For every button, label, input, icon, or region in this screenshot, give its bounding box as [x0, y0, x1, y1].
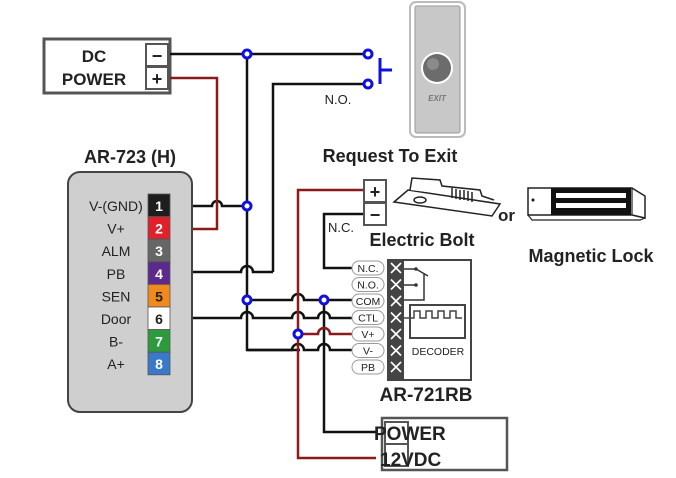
pin-label: SEN	[102, 288, 131, 304]
junction-dot	[318, 294, 330, 306]
terminal-screw-icon	[390, 361, 402, 373]
wire-psu-negative	[322, 300, 376, 434]
lock-plus-sign: +	[370, 182, 381, 202]
exit-face-text: EXIT	[428, 94, 447, 103]
terminal-screws	[390, 262, 402, 373]
magnetic-lock-title: Magnetic Lock	[528, 246, 654, 266]
junction-dot	[241, 294, 253, 306]
pin-label: ALM	[102, 243, 131, 259]
relay-terminal-labels: N.C. N.O. COM CTL V+ V- PB	[351, 260, 385, 375]
or-text: or	[498, 206, 515, 225]
request-to-exit-title: Request To Exit	[323, 146, 458, 166]
terminal-pill	[351, 260, 385, 276]
exit-button-device[interactable]: EXIT	[409, 1, 466, 138]
terminal-label: N.C.	[358, 263, 379, 275]
terminal-pill	[351, 277, 385, 292]
exit-no-label: N.O.	[325, 92, 352, 107]
dc-power-line1: DC	[82, 47, 107, 66]
terminal-label: CTL	[358, 313, 378, 325]
psu-12vdc: POWER 12VDC	[374, 416, 509, 472]
lock-nc-label: N.C.	[328, 220, 354, 235]
pin-number: 8	[155, 356, 163, 372]
pin-number: 1	[155, 198, 163, 214]
wire-lock-nc	[322, 212, 364, 270]
terminal-pill	[351, 326, 385, 342]
terminal-pill	[351, 293, 385, 309]
lock-minus-terminal	[363, 202, 387, 226]
psu-plus-terminal	[384, 443, 409, 467]
wire-dc-positive	[170, 76, 219, 231]
controller-title: AR-723 (H)	[84, 147, 176, 167]
exit-switch-symbol: N.O.	[325, 48, 392, 107]
decoder-label: DECODER	[412, 346, 465, 358]
dc-power-supply: DC POWER − +	[42, 37, 172, 95]
wire-v-plus	[298, 326, 352, 336]
wire-lock-positive	[296, 188, 376, 460]
terminal-pill	[351, 359, 385, 375]
terminal-screw-icon	[390, 295, 402, 307]
dc-power-line2: POWER	[62, 70, 126, 89]
wire-pin4	[170, 264, 273, 274]
exit-button-highlight	[427, 58, 439, 70]
relay-terminal-strip	[388, 260, 404, 380]
psu-line1: POWER	[374, 424, 446, 445]
terminal-label: N.O.	[357, 280, 379, 292]
pulse-wave-icon	[404, 310, 462, 319]
magnetic-lock-icon	[527, 187, 646, 221]
wire-gnd-bus	[245, 54, 300, 352]
lock-minus-sign: −	[370, 205, 381, 225]
dc-minus-sign: −	[152, 46, 163, 66]
terminal-label: V+	[361, 329, 374, 341]
pin-number: 4	[155, 266, 163, 282]
pin-label: B-	[109, 334, 123, 350]
pin-label: A+	[107, 356, 125, 372]
junction-dot	[241, 200, 253, 212]
terminal-label: PB	[361, 362, 375, 374]
terminal-label: COM	[356, 296, 381, 308]
pin-label: V+	[107, 221, 125, 237]
decoder-block	[409, 304, 466, 339]
pin-label: Door	[101, 311, 132, 327]
relay-module-title: AR-721RB	[380, 385, 473, 406]
pin-label: V-(GND)	[89, 198, 143, 214]
dc-plus-terminal	[145, 66, 169, 90]
wire-com	[247, 292, 352, 302]
pin-number: 6	[155, 311, 163, 327]
switch-contact-icon	[362, 48, 374, 60]
wire-v-minus	[247, 342, 352, 352]
pushbutton-icon	[378, 58, 392, 84]
electric-bolt-icon	[392, 177, 502, 217]
pin-number: 7	[155, 334, 163, 350]
junction-dot	[241, 48, 253, 60]
terminal-screw-icon	[390, 344, 402, 357]
pin-number: 2	[155, 221, 163, 237]
psu-line2: 12VDC	[380, 450, 442, 471]
pin-label: PB	[107, 266, 126, 282]
dc-plus-sign: +	[152, 69, 163, 89]
black-wires	[170, 52, 376, 434]
terminal-label: V-	[363, 346, 373, 358]
junctions	[241, 48, 330, 340]
terminal-screw-icon	[390, 278, 402, 291]
terminal-screw-icon	[390, 328, 402, 340]
terminal-screw-icon	[390, 311, 402, 324]
terminal-pill	[351, 343, 385, 358]
junction-dot	[292, 328, 304, 340]
relay-module: DECODER N.C. N.O. COM CTL V+ V- PB	[351, 259, 472, 381]
terminal-screw-icon	[390, 262, 402, 274]
electric-bolt-title: Electric Bolt	[369, 230, 474, 250]
wire-exit-no	[271, 82, 368, 272]
switch-contact-icon	[362, 78, 374, 90]
lock-terminals: + − N.C.	[328, 179, 387, 235]
pin-number: 3	[155, 243, 163, 259]
pin-8-terminal	[147, 351, 171, 376]
terminal-pill	[351, 310, 385, 325]
pin-number: 5	[155, 288, 163, 304]
red-wires	[170, 76, 376, 460]
